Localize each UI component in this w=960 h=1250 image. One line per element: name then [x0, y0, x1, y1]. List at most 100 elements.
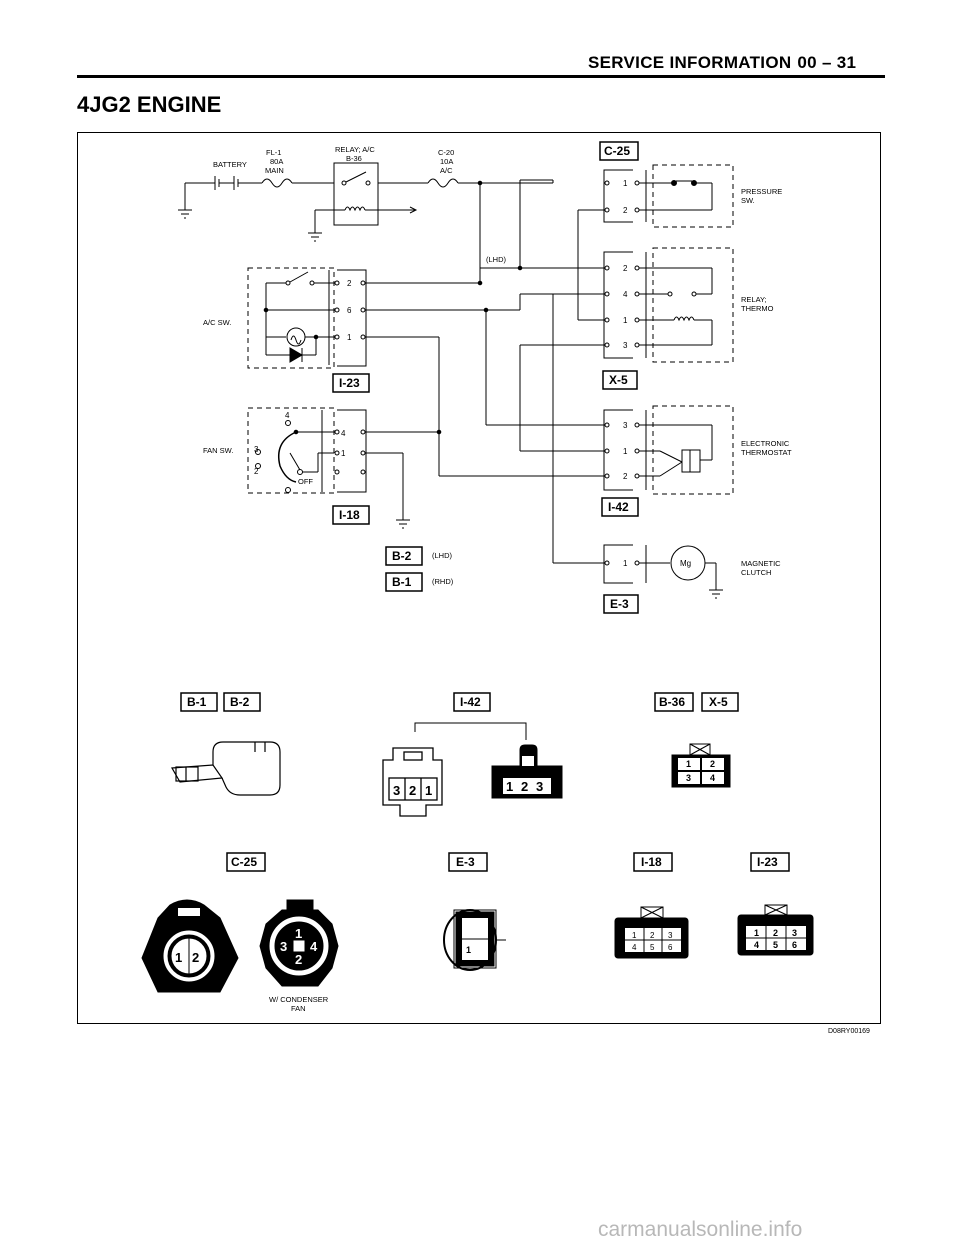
thermo-relay-label: RELAY; [741, 295, 767, 304]
i42-right-pin: 2 [521, 779, 528, 794]
tag-b1-label: B-1 [392, 575, 412, 589]
i42-pin: 3 [623, 421, 628, 430]
fuse-fl1 [261, 178, 334, 188]
tag-x5-label: X-5 [609, 373, 628, 387]
tag-i23-face [750, 852, 790, 872]
fan-switch-label: FAN SW. [203, 446, 233, 455]
tag-c25-face-label: C-25 [231, 855, 257, 869]
c20-label: C-20 [438, 148, 454, 157]
fan-position: 4 [285, 411, 290, 420]
i42-pin: 1 [623, 447, 628, 456]
thermo-relay [603, 247, 734, 363]
electronic-thermostat-label: ELECTRONIC [741, 439, 790, 448]
page-title: 4JG2 ENGINE [77, 92, 222, 117]
i42-left-pin: 3 [393, 783, 400, 798]
magnetic-clutch [603, 544, 723, 599]
header-rule [77, 75, 885, 78]
e3-face [443, 909, 506, 971]
ac-switch-label: A/C SW. [203, 318, 231, 327]
i42-pin: 2 [623, 472, 628, 481]
tag-e3-face [448, 852, 488, 872]
tag-x5-face-label: X-5 [709, 695, 728, 709]
thermo-relay-label-2: THERMO [741, 304, 774, 313]
b36-x5-face [671, 743, 731, 788]
b36-pin: 2 [710, 759, 715, 769]
tag-b1-face-label: B-1 [187, 695, 207, 709]
tag-c25 [599, 141, 639, 161]
mg-label: Mg [680, 559, 691, 568]
electronic-thermostat-label-2: THERMOSTAT [741, 448, 792, 457]
tag-i42-label: I-42 [608, 500, 629, 514]
fl1-main: MAIN [265, 166, 284, 175]
c20-amp: 10A [440, 157, 453, 166]
fl1-label: FL-1 [266, 148, 281, 157]
tag-e3-face-label: E-3 [456, 855, 475, 869]
tag-i42-face [453, 692, 491, 712]
c25-right-pin: 1 [295, 926, 302, 941]
relay-ac-code: B-36 [346, 154, 362, 163]
tag-b36-face-label: B-36 [659, 695, 685, 709]
i23-face-pin: 2 [773, 928, 778, 938]
tag-b2-label: B-2 [392, 549, 412, 563]
i23-face [737, 904, 814, 956]
i18-face-pin: 2 [650, 931, 655, 940]
i23-face-pin: 3 [792, 928, 797, 938]
tag-i23 [332, 373, 370, 393]
i23-pin: 2 [347, 279, 352, 288]
fan-off-label: OFF [298, 477, 313, 486]
i18-face-pin: 5 [650, 943, 655, 952]
diagram-frame [77, 132, 881, 1024]
tag-i42 [601, 497, 639, 517]
watermark: carmanualsonline.info [598, 1218, 803, 1241]
battery-symbol [178, 176, 262, 219]
x5-pin: 2 [623, 264, 628, 273]
x5-pin: 1 [623, 316, 628, 325]
tag-b36-face [654, 692, 694, 712]
tag-x5-face [701, 692, 739, 712]
b36-pin: 3 [686, 773, 691, 783]
tag-b2-face-label: B-2 [230, 695, 250, 709]
b36-pin: 4 [710, 773, 715, 783]
magnetic-clutch-label: MAGNETIC [741, 559, 781, 568]
fan-switch [247, 407, 367, 494]
ground-terminal-face [171, 741, 281, 796]
i18-face-pin: 3 [668, 931, 673, 940]
pressure-sw-label: PRESSURE [741, 187, 782, 196]
pressure-sw-label-2: SW. [741, 196, 755, 205]
electronic-thermostat [603, 405, 734, 495]
relay-ac [308, 162, 428, 242]
b36-pin: 1 [686, 759, 691, 769]
tag-i18-face [633, 852, 673, 872]
c25-left-pin: 1 [175, 950, 182, 965]
pressure-switch [603, 164, 734, 228]
tag-i23-face-label: I-23 [757, 855, 778, 869]
magnetic-clutch-label-2: CLUTCH [741, 568, 771, 577]
i42-right-pin: 1 [506, 779, 513, 794]
c25-pin: 1 [623, 179, 628, 188]
i23-pin: 6 [347, 306, 352, 315]
tag-i18-label: I-18 [339, 508, 360, 522]
i42-left-pin: 1 [425, 783, 432, 798]
tag-b2-face [223, 692, 261, 712]
condenser-fan-label-2: FAN [291, 1004, 306, 1013]
fan-position: 2 [254, 467, 259, 476]
c25-right-pin: 2 [295, 952, 302, 967]
i23-pin: 1 [347, 333, 352, 342]
tag-c25-face [226, 852, 266, 872]
i18-face-pin: 4 [632, 943, 637, 952]
i42-left-pin: 2 [409, 783, 416, 798]
wiring [366, 179, 604, 564]
lhd-wire-label: (LHD) [486, 255, 507, 264]
i23-face-pin: 6 [792, 940, 797, 950]
tag-c25-label: C-25 [604, 144, 630, 158]
c20-ac: A/C [440, 166, 453, 175]
i18-pin: 1 [341, 449, 346, 458]
tag-b1 [385, 572, 423, 592]
i42-bracket [414, 722, 527, 740]
tag-i18-face-label: I-18 [641, 855, 662, 869]
i23-face-pin: 1 [754, 928, 759, 938]
i18-face-pin: 6 [668, 943, 673, 952]
c25-right-pin: 4 [310, 939, 318, 954]
